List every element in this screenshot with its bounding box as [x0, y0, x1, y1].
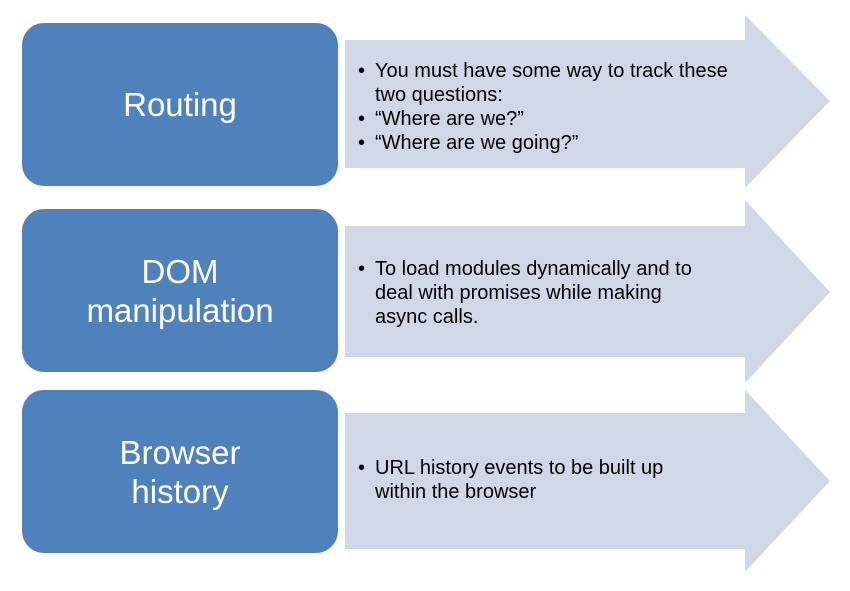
- dom-bullets: •To load modules dynamically and to deal…: [358, 257, 718, 329]
- box-routing: Routing: [22, 23, 338, 186]
- bullet: •You must have some way to track these t…: [358, 60, 728, 106]
- arrow-routing: [345, 15, 830, 188]
- history-bullets: •URL history events to be built up withi…: [358, 456, 718, 504]
- box-browser-history: Browser history: [22, 390, 338, 553]
- sub-bullet: •“Where are we going?”: [358, 132, 579, 154]
- box-dom-manipulation: DOM manipulation: [22, 209, 338, 372]
- routing-bullets: •You must have some way to track these t…: [358, 59, 738, 155]
- arrow-history: [345, 390, 830, 572]
- bullet: •URL history events to be built up withi…: [358, 457, 664, 503]
- arrow-dom: [345, 200, 830, 383]
- sub-bullet: •“Where are we?”: [358, 108, 524, 130]
- bullet: •To load modules dynamically and to deal…: [358, 258, 692, 328]
